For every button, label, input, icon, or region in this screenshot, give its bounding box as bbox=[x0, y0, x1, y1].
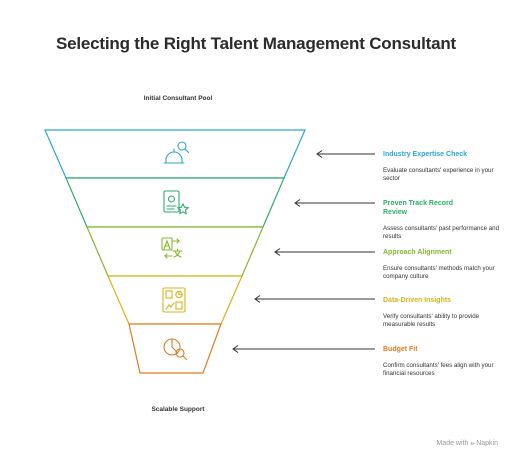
stage-1-description: Evaluate consultants' experience in your… bbox=[383, 167, 494, 182]
funnel-stage-3 bbox=[86, 226, 264, 277]
funnel-stage-4 bbox=[107, 275, 243, 325]
arrow-stage-5 bbox=[232, 345, 375, 353]
stage-2-title: Proven Track Record Review bbox=[383, 200, 454, 216]
funnel-stage-5 bbox=[128, 323, 222, 374]
stage-4-title: Data-Driven Insights bbox=[383, 297, 452, 304]
translate-icon bbox=[161, 237, 183, 259]
arrow-stage-3 bbox=[274, 248, 375, 256]
page-title: Selecting the Right Talent Management Co… bbox=[55, 34, 456, 53]
id-card-star-icon bbox=[163, 190, 190, 215]
stage-3-description: Ensure consultants' methods match your c… bbox=[383, 265, 495, 280]
funnel-stage-1 bbox=[44, 129, 306, 179]
hardhat-search-icon bbox=[163, 141, 190, 164]
stage-1-title: Industry Expertise Check bbox=[383, 151, 468, 158]
pie-search-icon bbox=[163, 338, 188, 361]
stage-5-title: Budget Fit bbox=[383, 346, 418, 353]
arrow-stage-1 bbox=[316, 150, 375, 158]
funnel-top-label: Initial Consultant Pool bbox=[143, 95, 213, 102]
stage-5-description: Confirm consultants' fees align with you… bbox=[383, 362, 494, 377]
stage-2-description: Assess consultants' past performance and… bbox=[383, 225, 500, 240]
arrow-stage-2 bbox=[294, 199, 375, 207]
dashboard-icon bbox=[162, 287, 186, 313]
napkin-watermark: Made with ⪢ Napkin bbox=[436, 440, 498, 447]
stage-4-description: Verify consultants' ability to provide m… bbox=[383, 313, 480, 328]
stage-3-title: Approach Alignment bbox=[383, 249, 452, 256]
arrow-stage-4 bbox=[254, 295, 375, 303]
funnel-stage-2 bbox=[65, 177, 285, 228]
funnel-bottom-label: Scalable Support bbox=[151, 406, 205, 413]
